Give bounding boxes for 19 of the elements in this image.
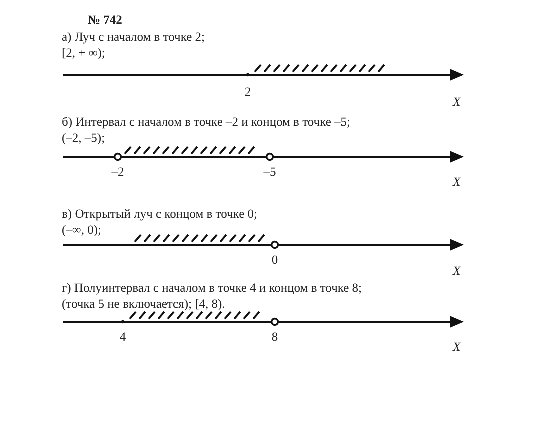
axis-label: X (453, 176, 461, 188)
axis-label: X (453, 265, 461, 278)
condition-text: а) Луч с началом в точке 2; (62, 31, 205, 44)
condition-text: б) Интервал с началом в точке –2 и концом в точке –5; (62, 116, 350, 128)
axis-label: X (453, 96, 461, 108)
tick-label: –2 (112, 166, 124, 178)
exercise-number: № 742 (88, 14, 122, 26)
tick-label: 8 (272, 331, 278, 344)
condition-text: в) Открытый луч с концом в точке 0; (62, 208, 258, 220)
condition-text: [2, + ∞); (62, 47, 106, 60)
tick-label: 2 (244, 86, 252, 98)
tick-label: 4 (120, 331, 126, 344)
condition-text: г) Полуинтервал с началом в точке 4 и концом в точке 8; (62, 282, 362, 294)
condition-text: (–∞, 0); (62, 224, 102, 236)
axis-label: X (453, 341, 461, 354)
tick-label: 0 (272, 254, 278, 266)
tick-label: –5 (264, 166, 276, 178)
condition-text: (–2, –5); (62, 132, 106, 144)
condition-text: (точка 5 не включается); [4, 8). (62, 298, 226, 310)
